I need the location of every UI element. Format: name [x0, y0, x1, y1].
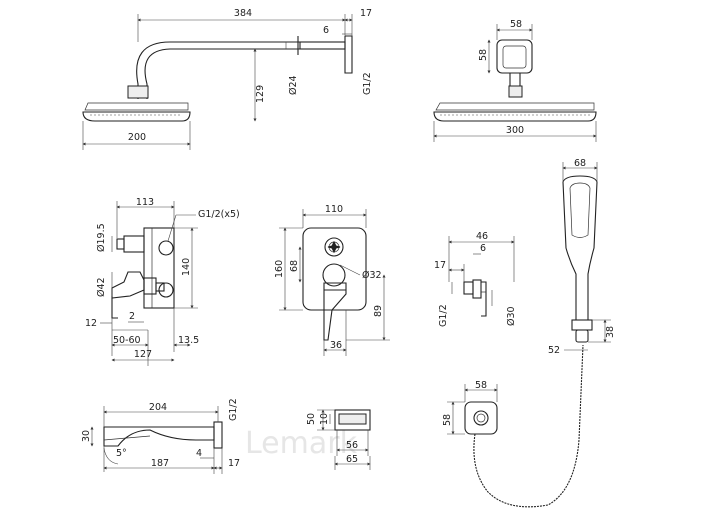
dim-129: 129 [255, 85, 266, 103]
dim-46: 46 [476, 231, 488, 242]
dim-10: 10 [319, 413, 330, 425]
dim-50: 50 [306, 413, 317, 425]
overhead-shower-front-view: 58 58 300 [433, 19, 597, 142]
dim-204: 204 [149, 402, 167, 413]
dim-12: 12 [85, 318, 97, 329]
dim-17a: 17 [360, 8, 372, 19]
hand-shower: 68 38 52 [548, 158, 616, 356]
dim-384: 384 [234, 8, 252, 19]
dim-58b: 58 [478, 49, 489, 61]
dim-30: 30 [81, 430, 92, 442]
dim-58c: 58 [475, 380, 487, 391]
dim-50-60: 50-60 [113, 335, 141, 346]
bath-spout: 204 G1/2 30 5° 187 4 17 [81, 398, 240, 474]
dim-4: 4 [196, 448, 202, 459]
mixer-body-side-view: 113 G1/2(x5) Ø19.5 Ø42 140 12 2 50-60 13… [85, 197, 240, 366]
dim-36: 36 [330, 340, 342, 351]
dim-68a: 68 [289, 260, 300, 272]
dim-300: 300 [506, 125, 524, 136]
wall-outlet-side-view: 46 6 17 G1/2 Ø30 [434, 231, 517, 327]
dim-187: 187 [151, 458, 169, 469]
dim-d32: Ø32 [362, 270, 382, 281]
thread-g12x5: G1/2(x5) [198, 209, 240, 220]
thread-g12b: G1/2 [438, 304, 449, 327]
dim-6a: 6 [323, 25, 329, 36]
dim-110: 110 [325, 204, 343, 215]
dim-58a: 58 [510, 19, 522, 30]
dim-d24: Ø24 [288, 75, 299, 95]
dim-200: 200 [128, 132, 146, 143]
dim-52: 52 [548, 345, 560, 356]
dim-113: 113 [136, 197, 154, 208]
watermark: Lemark [245, 426, 358, 461]
dim-89: 89 [373, 305, 384, 317]
thread-g12a: G1/2 [362, 72, 373, 95]
dim-5deg: 5° [116, 448, 127, 459]
dim-13-5: 13.5 [178, 335, 199, 346]
dim-17c: 17 [228, 458, 240, 469]
dim-140: 140 [181, 258, 192, 276]
dim-127: 127 [134, 349, 152, 360]
dim-d195: Ø19.5 [96, 223, 107, 252]
dim-2: 2 [129, 311, 135, 322]
dim-d30: Ø30 [506, 306, 517, 326]
dim-160: 160 [274, 260, 285, 278]
dim-17b: 17 [434, 260, 446, 271]
dim-68b: 68 [574, 158, 586, 169]
overhead-shower-side-view: 384 17 6 129 Ø24 G1/2 200 [82, 8, 373, 150]
dim-38: 38 [605, 326, 616, 338]
dim-56: 56 [346, 440, 358, 451]
mixer-front-plate: 110 160 68 Ø32 89 36 [274, 204, 390, 356]
dim-58d: 58 [442, 414, 453, 426]
dim-65: 65 [346, 454, 358, 465]
wall-outlet-with-hose: 58 58 [442, 344, 584, 508]
spout-front-view: 50 10 56 65 [306, 409, 371, 470]
dim-6b: 6 [480, 243, 486, 254]
thread-g12c: G1/2 [228, 398, 239, 421]
dim-d42: Ø42 [96, 277, 107, 297]
